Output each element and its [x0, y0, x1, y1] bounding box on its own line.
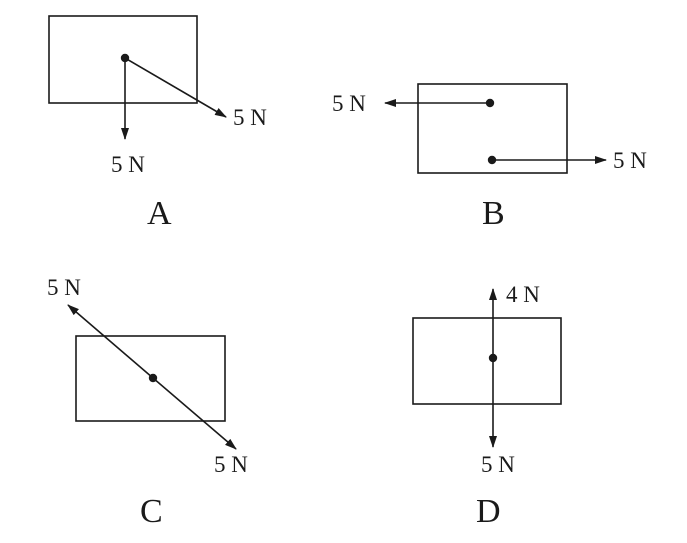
panel-b: 5 N 5 N B	[332, 83, 647, 232]
panel-c-force-up-left-label: 5 N	[47, 275, 81, 300]
panel-d: 4 N 5 N D	[412, 282, 562, 530]
panel-c-application-point	[148, 373, 158, 383]
panel-a-force-diagonal-label: 5 N	[233, 105, 267, 130]
panel-d-block	[412, 317, 562, 405]
panel-a: 5 N 5 N A	[48, 15, 267, 232]
panel-b-force-left-label: 5 N	[332, 91, 366, 116]
panel-b-block	[417, 83, 568, 174]
panel-a-block	[48, 15, 198, 104]
panel-a-application-point	[120, 53, 130, 63]
panel-b-letter: B	[482, 195, 505, 232]
panel-c-letter: C	[140, 493, 163, 530]
panel-b-upper-application-point	[485, 98, 495, 108]
panel-d-application-point	[488, 353, 498, 363]
panel-c: 5 N 5 N C	[47, 275, 248, 530]
panel-c-block	[75, 335, 226, 422]
panel-c-force-up-left-arrow	[67, 304, 154, 379]
panel-a-force-diagonal-arrow	[124, 57, 227, 118]
panel-d-force-up-label: 4 N	[506, 282, 540, 307]
panel-c-force-down-right-arrow	[152, 377, 237, 450]
panel-b-lower-application-point	[487, 155, 497, 165]
panel-a-letter: A	[147, 195, 172, 232]
panel-a-force-down-label: 5 N	[111, 152, 145, 177]
panel-c-force-down-right-label: 5 N	[214, 452, 248, 477]
panel-d-force-down-label: 5 N	[481, 452, 515, 477]
panel-b-force-right-label: 5 N	[613, 148, 647, 173]
panel-d-letter: D	[476, 493, 501, 530]
